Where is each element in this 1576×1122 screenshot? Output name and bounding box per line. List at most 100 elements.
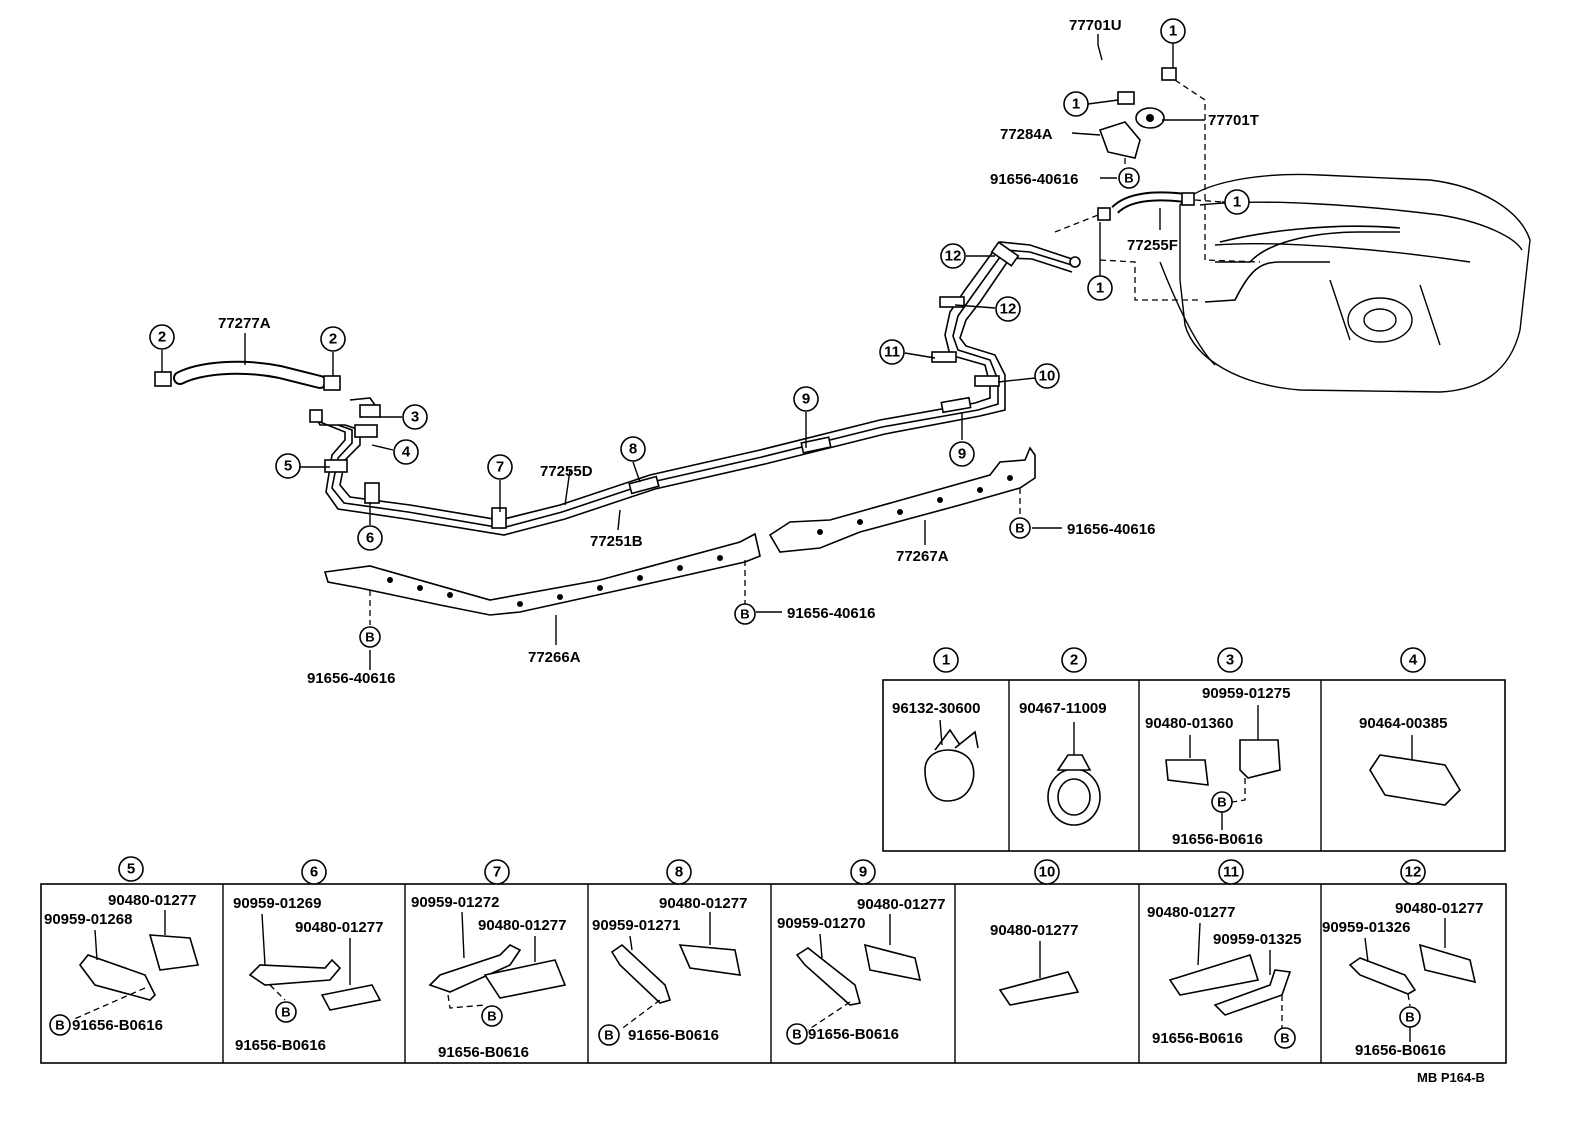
detail-row-lower <box>40 883 1507 1064</box>
bracket-7-drawing <box>428 911 567 1009</box>
hose-77277A <box>173 360 327 389</box>
detail-7-part-c: 91656-B0616 <box>438 1044 529 1061</box>
callout-11-main: 11 <box>879 339 905 365</box>
callout-1-tank: 1 <box>1224 189 1250 215</box>
detail-1-part: 96132-30600 <box>892 700 980 717</box>
detail-2-part: 90467-11009 <box>1019 700 1107 717</box>
detail-12-part-b: 90959-01326 <box>1322 919 1410 936</box>
svg-text:7: 7 <box>496 459 504 476</box>
detail-7-part-a: 90959-01272 <box>411 894 499 911</box>
svg-text:9: 9 <box>802 391 810 408</box>
svg-text:B: B <box>1405 1010 1414 1025</box>
svg-text:2: 2 <box>1070 652 1078 669</box>
detail-header-10: 10 <box>1034 859 1060 885</box>
label-77266A: 77266A <box>528 649 581 666</box>
svg-text:9: 9 <box>859 864 867 881</box>
svg-text:8: 8 <box>629 441 637 458</box>
callout-3-main: 3 <box>402 404 428 430</box>
detail-header-6: 6 <box>301 859 327 885</box>
detail-11-part-b: 90959-01325 <box>1213 931 1301 948</box>
ref-b-left: B <box>359 626 381 648</box>
label-77701T: 77701T <box>1208 112 1259 129</box>
clamp-10-drawing <box>998 941 1080 1006</box>
svg-text:4: 4 <box>1409 652 1418 669</box>
drawing-code: MB P164-B <box>1417 1070 1485 1085</box>
svg-text:B: B <box>55 1018 64 1033</box>
detail-header-5: 5 <box>118 856 144 882</box>
ref-b-mid: B <box>734 603 756 625</box>
callout-10-main: 10 <box>1034 363 1060 389</box>
bracket-6-drawing <box>248 913 382 1011</box>
bracket-11-drawing <box>1168 922 1292 1030</box>
svg-text:6: 6 <box>366 530 374 547</box>
detail-11-part-a: 90480-01277 <box>1147 904 1235 921</box>
svg-text:1: 1 <box>942 652 950 669</box>
callout-2-right: 2 <box>320 326 346 352</box>
detail-7-part-b: 90480-01277 <box>478 917 566 934</box>
svg-text:B: B <box>1015 521 1024 536</box>
svg-text:10: 10 <box>1039 864 1056 881</box>
detail-5-part-c: 91656-B0616 <box>72 1017 163 1034</box>
svg-text:2: 2 <box>329 331 337 348</box>
ref-b-top: B <box>1118 167 1140 189</box>
label-77701U: 77701U <box>1069 17 1122 34</box>
bracket-77266A <box>323 532 761 616</box>
detail-9-part-c: 91656-B0616 <box>808 1026 899 1043</box>
valve-77701T <box>1135 107 1165 129</box>
detail-8-part-a: 90480-01277 <box>659 895 747 912</box>
clip-right-77255F <box>1181 192 1195 206</box>
detail-5-part-b: 90959-01268 <box>44 911 132 928</box>
callout-2-left: 2 <box>149 324 175 350</box>
detail-8-part-b: 90959-01271 <box>592 917 680 934</box>
detail-11-part-c: 91656-B0616 <box>1152 1030 1243 1047</box>
clamp-2-drawing <box>1047 722 1101 826</box>
callout-1-mid: 1 <box>1063 91 1089 117</box>
label-77284A: 77284A <box>1000 126 1053 143</box>
bracket-8-drawing <box>610 912 742 1031</box>
svg-text:1: 1 <box>1169 23 1177 40</box>
svg-text:3: 3 <box>1226 652 1234 669</box>
svg-text:1: 1 <box>1233 194 1241 211</box>
detail-header-2: 2 <box>1061 647 1087 673</box>
label-77251B: 77251B <box>590 533 643 550</box>
detail-9-part-b: 90959-01270 <box>777 915 865 932</box>
hose-clip-left <box>154 371 172 387</box>
label-91656-40616-mid: 91656-40616 <box>787 605 875 622</box>
label-91656-40616-left: 91656-40616 <box>307 670 395 687</box>
detail-6-part-c: 91656-B0616 <box>235 1037 326 1054</box>
svg-text:B: B <box>365 630 374 645</box>
label-77267A: 77267A <box>896 548 949 565</box>
detail-5-ref-b: B <box>49 1014 71 1036</box>
leader-lines <box>161 34 1225 670</box>
detail-header-7: 7 <box>484 859 510 885</box>
callout-6-main: 6 <box>357 525 383 551</box>
fuel-line-end-connector <box>309 409 323 423</box>
label-77277A: 77277A <box>218 315 271 332</box>
svg-text:B: B <box>1217 795 1226 810</box>
detail-8-ref-b: B <box>598 1024 620 1046</box>
detail-8-part-c: 91656-B0616 <box>628 1027 719 1044</box>
detail-6-part-b: 90480-01277 <box>295 919 383 936</box>
svg-text:B: B <box>281 1005 290 1020</box>
bracket-5-drawing <box>71 910 200 1021</box>
detail-6-part-a: 90959-01269 <box>233 895 321 912</box>
callout-4-main: 4 <box>393 439 419 465</box>
fuel-tank <box>1159 173 1531 393</box>
detail-10-part: 90480-01277 <box>990 922 1078 939</box>
svg-text:8: 8 <box>675 864 683 881</box>
svg-text:6: 6 <box>310 864 318 881</box>
svg-text:5: 5 <box>127 861 135 878</box>
detail-row-upper <box>882 679 1506 852</box>
svg-text:B: B <box>740 607 749 622</box>
svg-text:2: 2 <box>158 329 166 346</box>
detail-header-9: 9 <box>850 859 876 885</box>
svg-text:B: B <box>487 1009 496 1024</box>
clamp-3-drawing <box>1165 705 1281 803</box>
callout-12-left: 12 <box>940 243 966 269</box>
detail-header-1: 1 <box>933 647 959 673</box>
detail-6-ref-b: B <box>275 1001 297 1023</box>
ref-b-right: B <box>1009 517 1031 539</box>
svg-text:7: 7 <box>493 864 501 881</box>
detail-12-part-c: 91656-B0616 <box>1355 1042 1446 1059</box>
